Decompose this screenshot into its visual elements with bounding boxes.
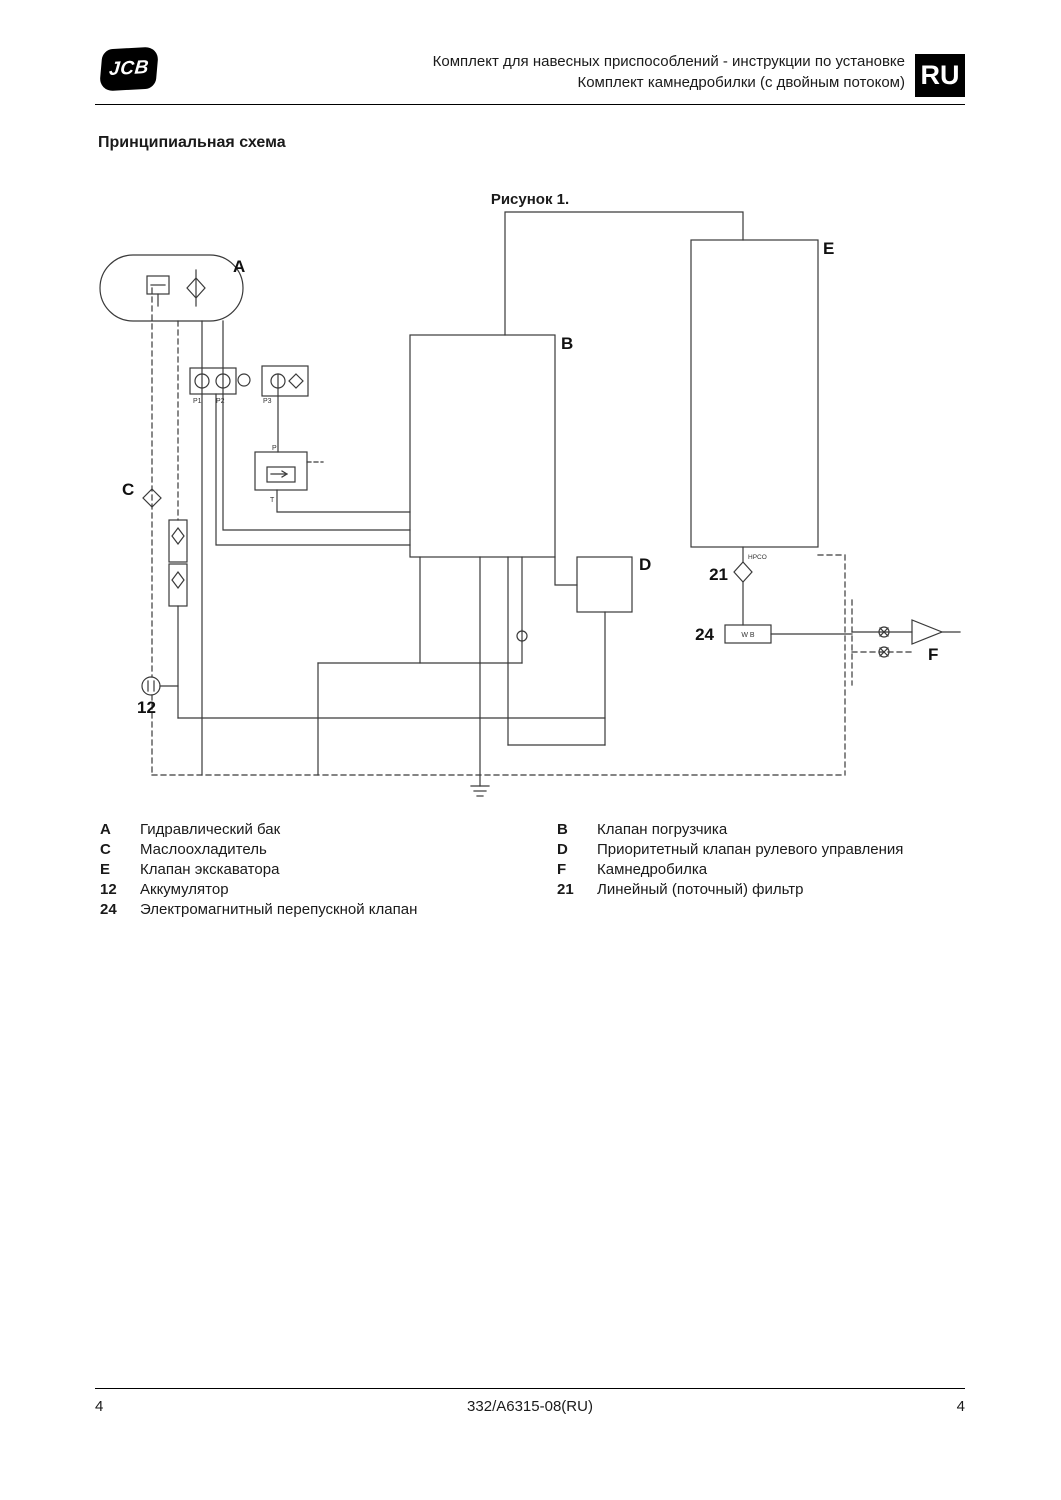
legend-key: C [100, 841, 111, 858]
doc-title-line1: Комплект для навесных приспособлений - и… [432, 53, 905, 70]
page-footer: 4 332/A6315-08(RU) 4 [95, 1388, 965, 1415]
section-title: Принципиальная схема [98, 134, 286, 151]
schematic-diagram: A B C D E F 12 21 24 P1 P2 P3 P T HPCO W… [99, 211, 961, 797]
legend-item: B Клапан погрузчика [557, 820, 965, 840]
label-cooler-c: C [122, 480, 134, 499]
doc-title: Комплект для навесных приспособлений - и… [157, 48, 915, 93]
label-priority-valve-d: D [639, 555, 651, 574]
legend-item: E Клапан экскаватора [100, 860, 557, 880]
page-number-left: 4 [95, 1398, 104, 1415]
legend-label: Клапан экскаватора [140, 861, 280, 878]
legend-key: 21 [557, 881, 574, 898]
legend-key: 24 [100, 901, 117, 918]
pipe-lines [159, 211, 961, 787]
bypass-valve-symbol [724, 624, 772, 644]
diagram-labels: A B C D E F 12 21 24 [122, 239, 938, 717]
legend-key: A [100, 821, 111, 838]
legend-right-column: B Клапан погрузчика D Приоритетный клапа… [557, 820, 965, 920]
label-tank-a: A [233, 257, 245, 276]
language-badge: RU [915, 54, 965, 97]
accumulator-symbol [141, 676, 161, 696]
label-accumulator-12: 12 [137, 698, 156, 717]
legend-label: Линейный (поточный) фильтр [597, 881, 804, 898]
legend-item: A Гидравлический бак [100, 820, 557, 840]
breaker-symbol [878, 619, 944, 658]
legend-label: Гидравлический бак [140, 821, 281, 838]
legend-key: E [100, 861, 111, 878]
legend-key: B [557, 821, 568, 838]
label-loader-valve-b: B [561, 334, 573, 353]
port-label-p1: P1 [193, 398, 202, 405]
jcb-logo: JCB [98, 46, 160, 92]
control-valve-symbol [254, 451, 308, 491]
page-header: JCB Комплект для навесных приспособлений… [95, 46, 965, 97]
legend-label: Электромагнитный перепускной клапан [140, 901, 418, 918]
return-lines-dashed [151, 287, 913, 776]
legend-item: 21 Линейный (поточный) фильтр [557, 880, 965, 900]
legend-item: F Камнедробилка [557, 860, 965, 880]
legend-left-column: A Гидравлический бак C Маслоохладитель E… [100, 820, 557, 920]
diagram-port-labels: P1 P2 P3 P T HPCO W B [193, 398, 767, 639]
legend-key: F [557, 861, 567, 878]
legend-label: Аккумулятор [140, 881, 229, 898]
excavator-valve-block [690, 239, 819, 548]
legend-item: D Приоритетный клапан рулевого управлени… [557, 840, 965, 860]
doc-number: 332/A6315-08(RU) [467, 1398, 593, 1415]
inline-filter-symbol [733, 561, 753, 583]
port-label-p3: P3 [263, 398, 272, 405]
legend-key: D [557, 841, 568, 858]
hpco-label: HPCO [748, 554, 767, 561]
label-filter-21: 21 [709, 565, 728, 584]
port-label-p: P [272, 445, 277, 452]
pump-group-symbol [189, 365, 309, 397]
pilot-valve-symbol [516, 629, 528, 643]
figure-caption: Рисунок 1. [490, 191, 570, 208]
page-number-right: 4 [956, 1398, 965, 1415]
legend-label: Приоритетный клапан рулевого управления [597, 841, 904, 858]
priority-valve-block [576, 556, 633, 613]
legend-key: 12 [100, 881, 117, 898]
label-breaker-f: F [928, 645, 938, 664]
legend-label: Маслоохладитель [140, 841, 267, 858]
legend-label: Клапан погрузчика [597, 821, 728, 838]
jcb-logo-text: JCB [108, 56, 150, 81]
header-divider [95, 104, 965, 105]
legend: A Гидравлический бак C Маслоохладитель E… [100, 820, 965, 920]
legend-label: Камнедробилка [597, 861, 708, 878]
legend-item: C Маслоохладитель [100, 840, 557, 860]
bypass-valve-text: W B [741, 632, 755, 639]
port-label-t: T [270, 497, 275, 504]
legend-item: 12 Аккумулятор [100, 880, 557, 900]
tank-ground-symbol [470, 785, 490, 797]
label-bypass-24: 24 [695, 625, 714, 644]
port-label-p2: P2 [216, 398, 225, 405]
loader-valve-block [409, 334, 556, 558]
tank-a-symbol [99, 254, 244, 322]
label-excavator-valve-e: E [823, 239, 834, 258]
filter-stack-symbol [168, 519, 188, 607]
legend-item: 24 Электромагнитный перепускной клапан [100, 900, 557, 920]
oil-cooler-symbol [142, 488, 162, 508]
doc-title-line2: Комплект камнедробилки (с двойным потоко… [577, 74, 905, 91]
